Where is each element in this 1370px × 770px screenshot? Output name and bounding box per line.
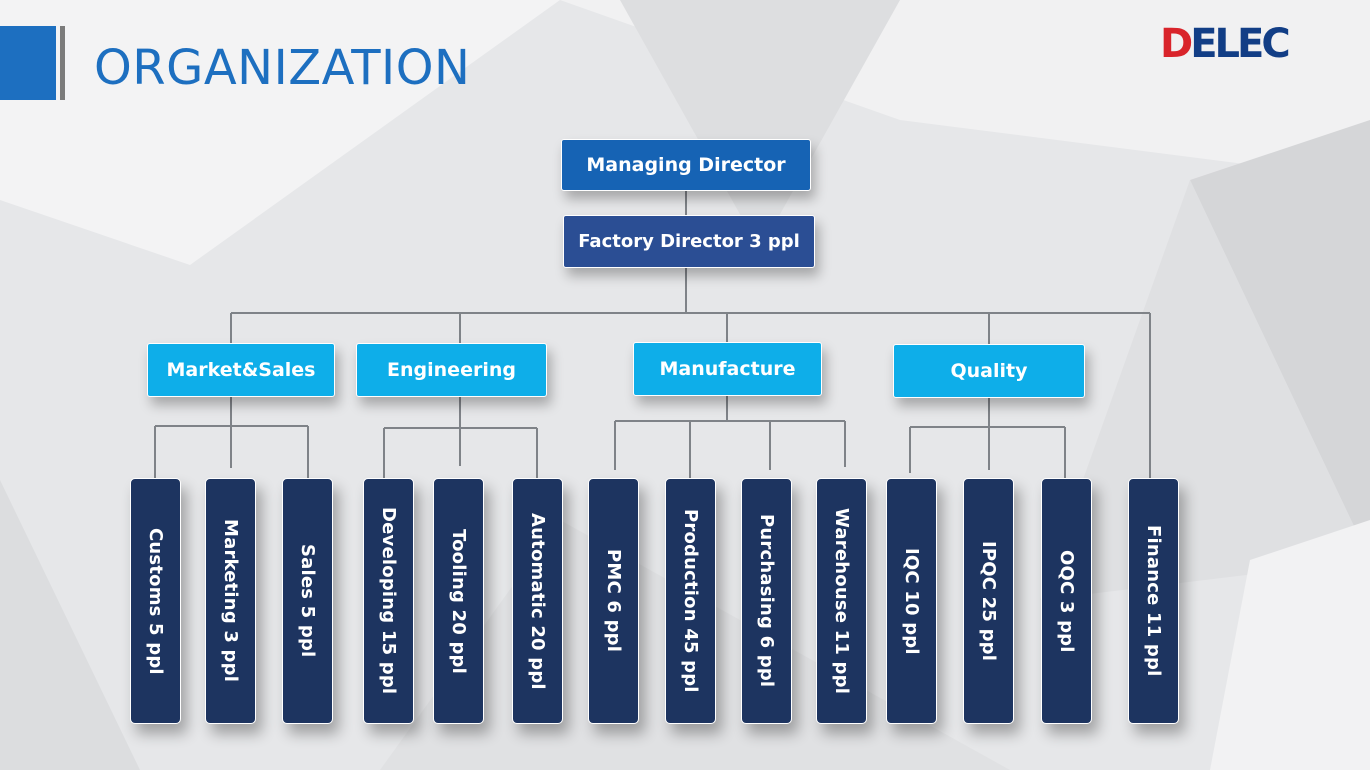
unit-label: Finance 11 ppl	[1143, 525, 1164, 677]
unit-marketing: Marketing 3 ppl	[205, 478, 256, 724]
unit-label: PMC 6 ppl	[603, 549, 624, 653]
unit-label: Production 45 ppl	[680, 509, 701, 693]
dept-engineering: Engineering	[356, 343, 547, 397]
factory-director-label: Factory Director 3 ppl	[578, 231, 800, 252]
unit-label: Purchasing 6 ppl	[756, 514, 777, 688]
connector-quality-units	[909, 398, 1066, 478]
unit-warehouse: Warehouse 11 ppl	[816, 478, 867, 724]
dept-label: Market&Sales	[166, 359, 316, 381]
unit-label: Warehouse 11 ppl	[831, 507, 852, 695]
unit-oqc: OQC 3 ppl	[1041, 478, 1092, 724]
logo-rest: ELEC	[1190, 21, 1290, 67]
unit-ipqc: IPQC 25 ppl	[963, 478, 1014, 724]
unit-pmc: PMC 6 ppl	[588, 478, 639, 724]
unit-customs: Customs 5 ppl	[130, 478, 181, 724]
unit-sales: Sales 5 ppl	[282, 478, 333, 724]
unit-label: Customs 5 ppl	[145, 527, 166, 675]
unit-purchasing: Purchasing 6 ppl	[741, 478, 792, 724]
connector-engineering-units	[383, 396, 538, 478]
connector-manufacture-units	[614, 396, 846, 478]
page-title: ORGANIZATION	[94, 40, 471, 96]
unit-label: IPQC 25 ppl	[978, 540, 999, 662]
managing-director-label: Managing Director	[586, 154, 786, 176]
unit-automatic: Automatic 20 ppl	[512, 478, 563, 724]
delec-logo: DELEC	[1160, 20, 1291, 68]
unit-label: Automatic 20 ppl	[527, 512, 548, 690]
dept-manufacture: Manufacture	[633, 342, 822, 396]
unit-production: Production 45 ppl	[665, 478, 716, 724]
connector-market-sales-units	[154, 397, 309, 478]
unit-label: Tooling 20 ppl	[448, 528, 469, 674]
dept-label: Engineering	[387, 359, 516, 381]
dept-label: Manufacture	[659, 358, 796, 380]
unit-tooling: Tooling 20 ppl	[433, 478, 484, 724]
managing-director-box: Managing Director	[561, 139, 811, 191]
unit-developing: Developing 15 ppl	[363, 478, 414, 724]
unit-label: IQC 10 ppl	[901, 547, 922, 655]
dept-label: Quality	[950, 360, 1028, 382]
factory-director-box: Factory Director 3 ppl	[563, 215, 815, 268]
dept-quality: Quality	[893, 344, 1085, 398]
unit-label: Marketing 3 ppl	[220, 519, 241, 683]
logo-initial: D	[1160, 21, 1193, 67]
dept-market-sales: Market&Sales	[147, 343, 335, 397]
unit-finance: Finance 11 ppl	[1128, 478, 1179, 724]
unit-label: Sales 5 ppl	[297, 544, 318, 658]
unit-iqc: IQC 10 ppl	[886, 478, 937, 724]
unit-label: Developing 15 ppl	[378, 507, 399, 695]
title-accent-bar	[60, 26, 65, 100]
title-accent-block	[0, 26, 56, 100]
unit-label: OQC 3 ppl	[1056, 549, 1077, 653]
